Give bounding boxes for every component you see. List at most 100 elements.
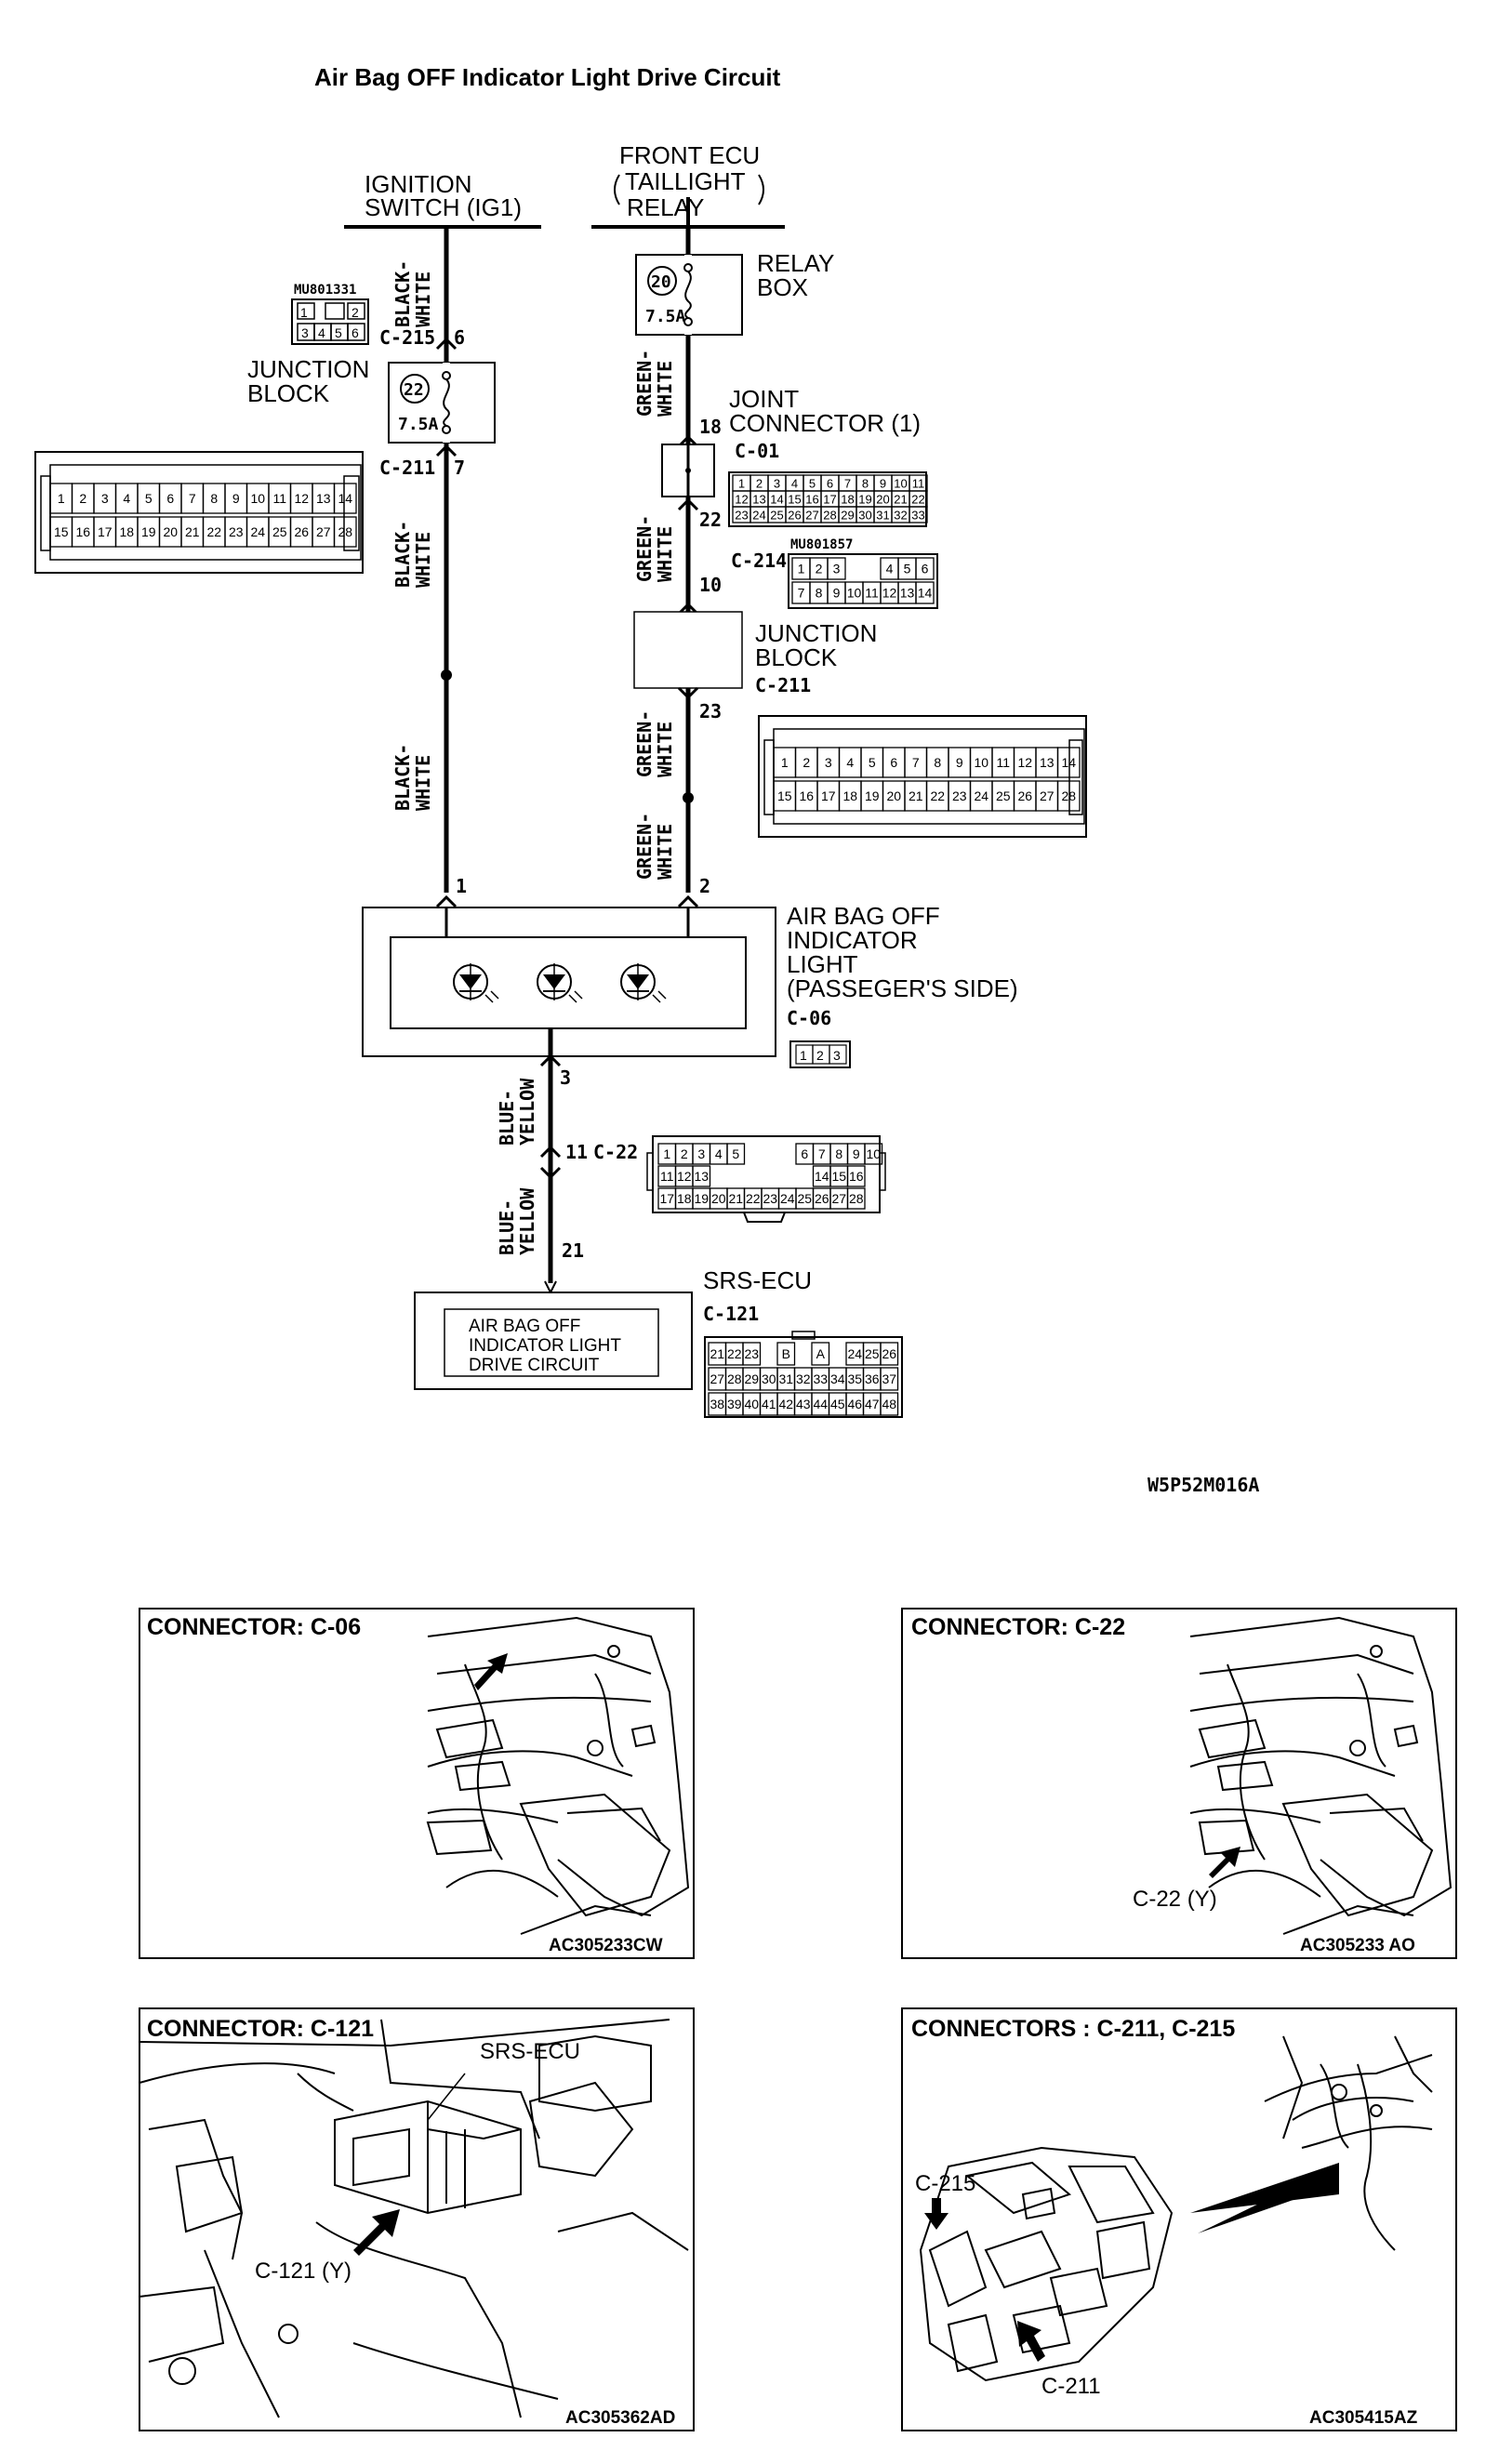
c211-left-pin: 19 [141, 524, 156, 539]
c01-pin: 5 [809, 477, 816, 491]
pin-10: 10 [699, 574, 722, 596]
c211-left-pin: 4 [123, 491, 130, 506]
c121-cell [742, 1342, 762, 1366]
diagram-title: Air Bag OFF Indicator Light Drive Circui… [314, 63, 781, 91]
c01-pin: 10 [894, 477, 907, 491]
c01-pin: 31 [876, 509, 889, 523]
indicator-led-2 [537, 963, 583, 1003]
svg-text:3: 3 [301, 325, 309, 340]
c22-pin: 28 [849, 1191, 864, 1206]
c211-right-pin: 16 [799, 788, 814, 803]
c214-cell [827, 557, 846, 580]
c01-pin: 15 [788, 493, 801, 507]
junction-block-right-label-1: JUNCTION [755, 619, 877, 647]
c01-pin: 6 [827, 477, 833, 491]
c22-pin: 14 [815, 1169, 829, 1184]
wire-label-black-white-1: BLACK- WHITE [391, 260, 434, 327]
svg-text:3: 3 [833, 1048, 841, 1063]
splice-left [441, 669, 452, 681]
indicator-label-3: LIGHT [787, 950, 858, 978]
c211-left-cell [333, 483, 357, 514]
panel-c06-code: AC305233CW [549, 1936, 663, 1955]
c211-right-cell [1056, 747, 1081, 778]
c211-right-pin: 7 [912, 755, 920, 770]
c211-right-pin: 12 [1017, 755, 1032, 770]
svg-text:WHITE: WHITE [412, 755, 434, 811]
c211-right-pin: 15 [777, 788, 792, 803]
c211-terminal-mark-left [435, 444, 458, 457]
junction-block-fuse-box [388, 362, 496, 444]
c211-right-pin: 9 [956, 755, 963, 770]
fuse-22-marker [400, 374, 430, 404]
c01-pin: 17 [823, 493, 836, 507]
wire-label-green-white-1: GREEN- WHITE [633, 350, 676, 417]
c01-pin: 21 [894, 493, 907, 507]
c01-pin: 33 [911, 509, 924, 523]
c01-label: C-01 [735, 440, 779, 462]
c211-right-pin: 4 [846, 755, 854, 770]
wire-label-green-white-3: GREEN- WHITE [633, 710, 676, 777]
c22-pin: 24 [780, 1191, 795, 1206]
c214-pin: 3 [833, 562, 841, 576]
panel-connector-c22: CONNECTOR: C-22 C-22 (Y) AC305233 AO [901, 1608, 1457, 1959]
panel-c211-callout: C-211 [1041, 2374, 1101, 2399]
c22-label: C-22 [593, 1141, 638, 1163]
fuse-20-terminal-bottom [683, 317, 693, 326]
junction-block-right-label-2: BLOCK [755, 643, 838, 671]
joint-connector-label-2: CONNECTOR (1) [729, 409, 921, 437]
c01-pin: 23 [735, 509, 748, 523]
ignition-label-2: SWITCH (IG1) [365, 193, 522, 221]
c01-pin: 30 [858, 509, 871, 523]
c01-pin: 28 [823, 509, 836, 523]
c22-pin: 6 [801, 1146, 808, 1161]
pin-6: 6 [454, 326, 465, 349]
c214-cell [915, 581, 935, 604]
panel-c22-callout: C-22 (Y) [1133, 1887, 1217, 1912]
indicator-label-1: AIR BAG OFF [787, 902, 940, 930]
c211-left-pin: 6 [166, 491, 174, 506]
c211-right-pin: 28 [1061, 788, 1076, 803]
srs-inner-3: DRIVE CIRCUIT [469, 1356, 600, 1375]
c22-pin: 13 [694, 1169, 709, 1184]
indicator-led-1 [453, 963, 499, 1003]
c211-left-pin: 12 [294, 491, 309, 506]
relay-box-label-2: BOX [757, 273, 808, 301]
panel-c06-title: CONNECTOR: C-06 [147, 1614, 361, 1640]
c211-left-pin: 20 [163, 524, 178, 539]
c121-pin: 28 [727, 1371, 742, 1386]
c211-right-pin: 21 [909, 788, 923, 803]
c121-pin: 38 [710, 1397, 724, 1411]
c121-pin: 21 [710, 1346, 724, 1361]
c211-right-pin: 11 [996, 755, 1010, 770]
panel-c06-arrow [474, 1653, 508, 1690]
panel-c22-code: AC305233 AO [1300, 1936, 1415, 1955]
srs-ecu-label: SRS-ECU [703, 1266, 812, 1294]
panel-c215-arrow [924, 2198, 948, 2230]
splice-right [683, 792, 694, 803]
c214-pin: 6 [922, 562, 929, 576]
c214-cell [915, 557, 935, 580]
c214-pin: 14 [918, 586, 933, 601]
svg-text:WHITE: WHITE [654, 722, 676, 777]
c211-right-pin: 23 [952, 788, 967, 803]
c121-pin: 27 [710, 1371, 724, 1386]
panel-connector-c06: CONNECTOR: C-06 AC305233CW [139, 1608, 695, 1959]
c211-right-pin: 18 [842, 788, 857, 803]
panel-c121-code: AC305362AD [565, 2408, 675, 2428]
c211-right-pin: 1 [781, 755, 789, 770]
c211-left-pin: 5 [145, 491, 153, 506]
c211-left-pin: 16 [75, 524, 90, 539]
indicator-led-3 [620, 963, 667, 1003]
svg-text:YELLOW: YELLOW [516, 1078, 538, 1146]
fuse-22-terminal-bottom [442, 425, 451, 434]
joint-connector-label-1: JOINT [729, 385, 799, 413]
c22-pin: 12 [677, 1169, 692, 1184]
pin-7: 7 [454, 457, 465, 479]
c121-pin: 26 [882, 1346, 896, 1361]
c22-pin: 17 [659, 1191, 674, 1206]
c01-pin: 4 [791, 477, 798, 491]
c121-pin: 45 [830, 1397, 845, 1411]
